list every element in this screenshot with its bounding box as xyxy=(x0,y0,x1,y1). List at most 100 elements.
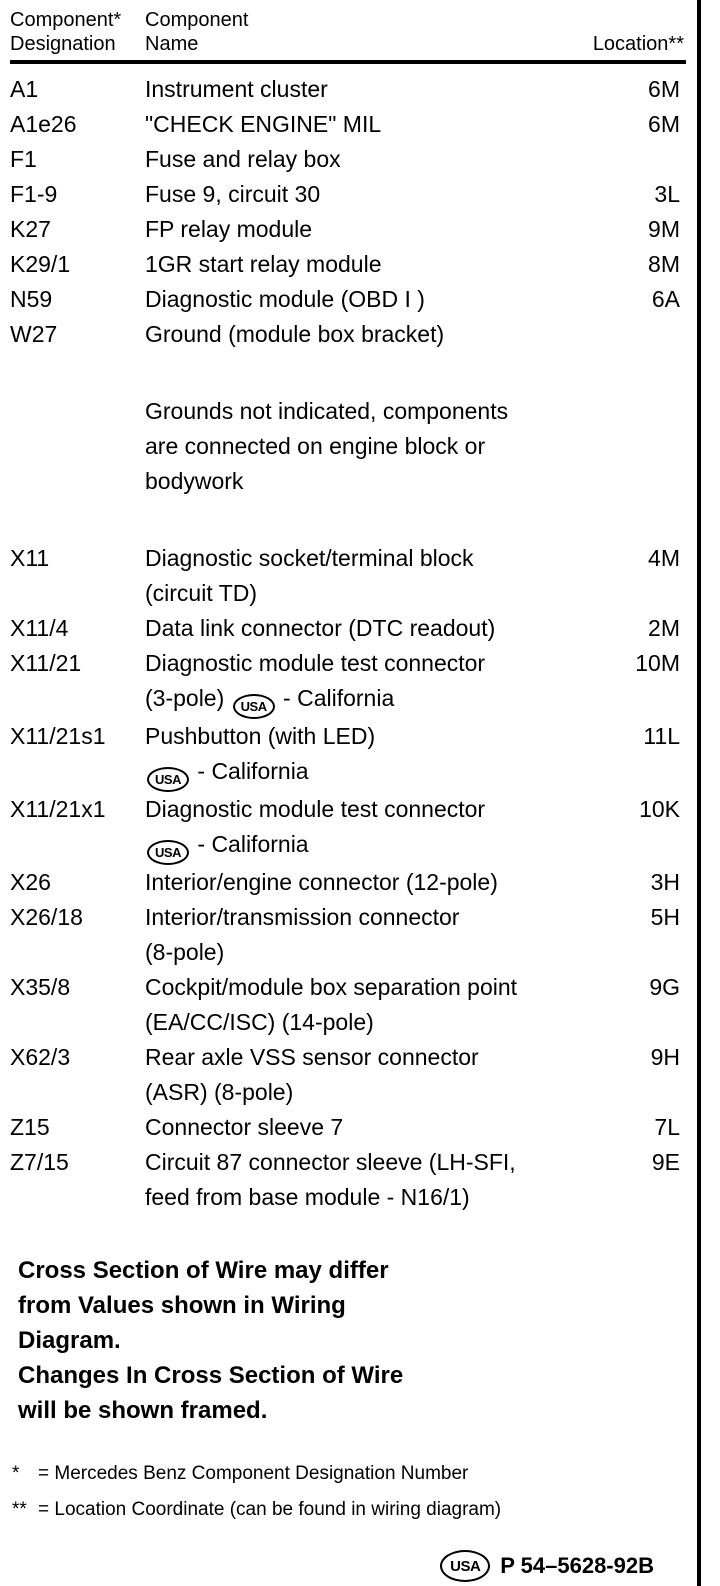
component-name-line: Diagnostic module test connector xyxy=(145,796,486,822)
component-designation: Z7/15 xyxy=(10,1149,69,1175)
component-designation: X11/4 xyxy=(10,615,69,641)
location-code: 8M xyxy=(648,251,680,277)
location-code: 6M xyxy=(648,76,680,102)
component-name-line: (3-pole) USA - California xyxy=(145,681,620,719)
component-name-line: are connected on engine block or xyxy=(145,433,486,459)
component-name-line: Diagnostic module test connector xyxy=(145,650,486,676)
footnote-item: ** = Location Coordinate (can be found in… xyxy=(12,1492,686,1528)
table-row: K29/1 1GR start relay module 8M xyxy=(10,247,686,282)
footnote-text: = Location Coordinate (can be found in w… xyxy=(38,1499,502,1520)
component-name-line: USA - California xyxy=(145,754,620,792)
component-name-line: Fuse and relay box xyxy=(145,146,341,172)
page-edge-vertical-rule xyxy=(697,0,701,1586)
location-code: 2M xyxy=(648,615,680,641)
component-name: Fuse and relay box xyxy=(145,142,620,177)
footnote-list: * = Mercedes Benz Component Designation N… xyxy=(12,1456,686,1528)
component-name: Circuit 87 connector sleeve (LH-SFI,feed… xyxy=(145,1145,620,1215)
location-code: 10K xyxy=(639,796,680,822)
footer-stamp: USA P 54–5628-92B xyxy=(10,1550,686,1582)
component-name-line: Instrument cluster xyxy=(145,76,328,102)
component-name: Interior/transmission connector (8-pole) xyxy=(145,900,620,970)
page-content: Component* Designation Component Name Lo… xyxy=(10,0,686,1582)
component-designation: F1 xyxy=(10,146,37,172)
usa-icon: USA xyxy=(440,1550,491,1582)
component-name-line: Diagnostic module (OBD I ) xyxy=(145,286,425,312)
location-code: 4M xyxy=(648,545,680,571)
header-designation-label: Component* Designation xyxy=(10,9,122,55)
component-designation: Z15 xyxy=(10,1114,50,1140)
component-name-line: (EA/CC/ISC) (14-pole) xyxy=(145,1009,374,1035)
component-name: Diagnostic socket/terminal block(circuit… xyxy=(145,541,620,611)
component-designation: A1 xyxy=(10,76,39,102)
component-name-line: Interior/transmission connector xyxy=(145,904,460,930)
component-name: "CHECK ENGINE" MIL xyxy=(145,107,620,142)
header-location-label: Location** xyxy=(592,33,684,55)
component-name-line: Data link connector (DTC readout) xyxy=(145,615,496,641)
table-row: X26 Interior/engine connector (12-pole) 3H xyxy=(10,865,686,900)
wire-cross-section-note: Cross Section of Wire may differ from Va… xyxy=(18,1257,404,1424)
component-designation: X35/8 xyxy=(10,974,71,1000)
footnote-item: * = Mercedes Benz Component Designation N… xyxy=(12,1456,686,1492)
component-name-line: Diagnostic socket/terminal block xyxy=(145,545,474,571)
component-name: Instrument cluster xyxy=(145,72,620,107)
component-name: Rear axle VSS sensor connector(ASR) (8-p… xyxy=(145,1040,620,1110)
location-code: 9E xyxy=(651,1149,680,1175)
usa-icon: USA xyxy=(147,767,189,792)
table-row: X35/8 Cockpit/module box separation point… xyxy=(10,970,686,1040)
component-name-line: bodywork xyxy=(145,468,244,494)
header-name-label: Component Name xyxy=(145,9,249,55)
component-name-line: (ASR) (8-pole) xyxy=(145,1079,294,1105)
component-name-line: Pushbutton (with LED) xyxy=(145,723,376,749)
location-code: 5H xyxy=(650,904,680,930)
location-code: 11L xyxy=(643,723,680,749)
component-name-line: Cockpit/module box separation point xyxy=(145,974,518,1000)
footnote-symbol: * xyxy=(12,1463,20,1484)
component-name: Data link connector (DTC readout) xyxy=(145,611,620,646)
location-code: 7L xyxy=(654,1114,680,1140)
component-name-line: Circuit 87 connector sleeve (LH-SFI, xyxy=(145,1149,516,1175)
component-name-line: 1GR start relay module xyxy=(145,251,382,277)
component-name: Diagnostic module test connector (3-pole)… xyxy=(145,646,620,719)
table-row: X11/4 Data link connector (DTC readout) 2M xyxy=(10,611,686,646)
component-designation: K29/1 xyxy=(10,251,71,277)
component-designation: X26 xyxy=(10,869,51,895)
component-designation: X11 xyxy=(10,545,50,571)
component-name: Ground (module box bracket) xyxy=(145,317,620,352)
component-name: Cockpit/module box separation point (EA/C… xyxy=(145,970,620,1040)
component-name-line: Interior/engine connector (12-pole) xyxy=(145,869,498,895)
table-row: Z15 Connector sleeve 7 7L xyxy=(10,1110,686,1145)
component-designation: F1-9 xyxy=(10,181,58,207)
component-designation: N59 xyxy=(10,286,53,312)
document-number: P 54–5628-92B xyxy=(500,1553,654,1578)
component-name: 1GR start relay module xyxy=(145,247,620,282)
footnote-text: = Mercedes Benz Component Designation Nu… xyxy=(38,1463,469,1484)
table-row: Grounds not indicated, components are con… xyxy=(10,394,686,499)
location-code: 3H xyxy=(650,869,680,895)
component-name: Grounds not indicated, components are con… xyxy=(145,394,620,499)
component-table: A1 Instrument cluster 6M A1e26"CHECK ENGINE… xyxy=(10,72,686,1215)
component-name-line: (8-pole) xyxy=(145,939,225,965)
component-name-line: Grounds not indicated, components xyxy=(145,398,509,424)
component-name: Pushbutton (with LED) USA - California xyxy=(145,719,620,792)
component-name-line: Connector sleeve 7 xyxy=(145,1114,344,1140)
component-name: FP relay module xyxy=(145,212,620,247)
component-name-line: "CHECK ENGINE" MIL xyxy=(145,111,382,137)
component-name-line: FP relay module xyxy=(145,216,313,242)
header-rule xyxy=(10,60,686,64)
component-name-line: USA - California xyxy=(145,827,620,865)
table-row: A1 Instrument cluster 6M xyxy=(10,72,686,107)
location-code: 9H xyxy=(650,1044,680,1070)
component-designation xyxy=(10,394,145,499)
table-row: F1 Fuse and relay box xyxy=(10,142,686,177)
table-row: X11 Diagnostic socket/terminal block(circ… xyxy=(10,541,686,611)
component-designation: X62/3 xyxy=(10,1044,71,1070)
footnote-symbol: ** xyxy=(12,1499,27,1520)
component-name: Fuse 9, circuit 30 xyxy=(145,177,620,212)
